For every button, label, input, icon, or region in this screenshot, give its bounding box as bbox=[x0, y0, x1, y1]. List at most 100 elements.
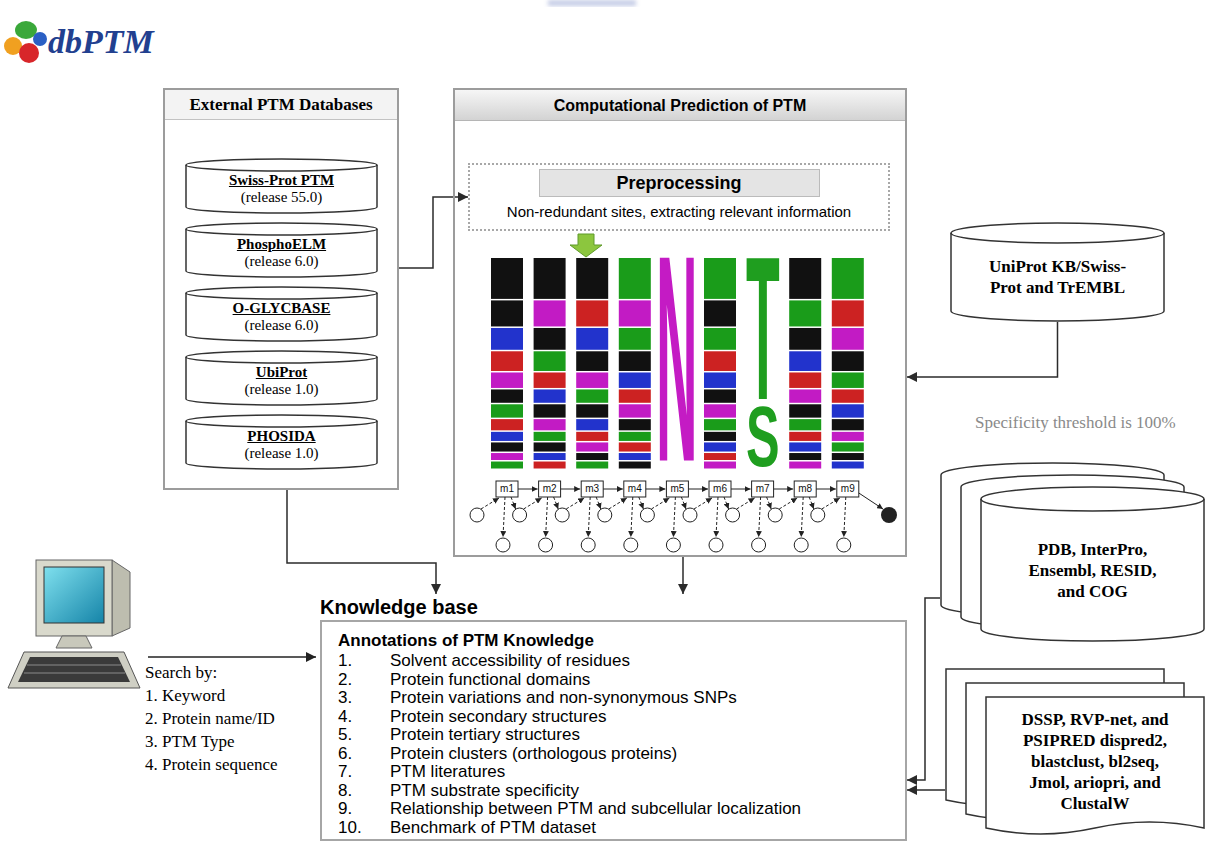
logo-letter bbox=[576, 351, 608, 371]
cylinder-outline bbox=[961, 475, 1184, 629]
cylinder-rim bbox=[981, 499, 1204, 511]
search-option: 2. Protein name/ID bbox=[145, 708, 275, 730]
release-label: (release 6.0) bbox=[193, 317, 370, 334]
logo-letter bbox=[832, 328, 864, 350]
logo-letter bbox=[789, 453, 821, 460]
insert-state bbox=[837, 538, 851, 552]
cylinder-outline bbox=[186, 287, 377, 341]
state-arrow bbox=[673, 497, 675, 537]
list-item: Relationship between PTM and subcellular… bbox=[390, 800, 891, 819]
flow-arrow bbox=[570, 234, 602, 257]
release-label: (release 1.0) bbox=[193, 445, 370, 462]
logo-letter bbox=[789, 432, 821, 441]
logo-letter bbox=[534, 389, 566, 402]
state-arrow bbox=[596, 497, 601, 509]
logo-letter bbox=[832, 462, 864, 469]
state-arrow bbox=[801, 497, 803, 537]
list-row: 10.Benchmark of PTM dataset bbox=[338, 819, 891, 838]
logo-letter bbox=[576, 419, 608, 430]
insert-state bbox=[624, 538, 638, 552]
list-number: 3. bbox=[338, 689, 390, 708]
resource-list: UniProt KB/Swiss- Prot and TrEMBL bbox=[978, 256, 1137, 298]
state-arrow bbox=[561, 489, 581, 490]
hmm-graph bbox=[470, 481, 897, 552]
logo-letter bbox=[704, 432, 736, 441]
state-label: m6 bbox=[709, 481, 731, 497]
logo-letter bbox=[704, 462, 736, 469]
list-number: 1. bbox=[338, 652, 390, 671]
logo-letter: S bbox=[746, 408, 780, 469]
search-option: 1. Keyword bbox=[145, 685, 225, 707]
logo-letter bbox=[576, 462, 608, 469]
logo-letter bbox=[491, 258, 523, 299]
list-number: 2. bbox=[338, 671, 390, 690]
state-label: m4 bbox=[624, 481, 646, 497]
delete-state bbox=[555, 508, 569, 522]
logo-letter bbox=[832, 432, 864, 441]
box-heading: Knowledge base bbox=[320, 594, 907, 620]
logo-letter bbox=[789, 258, 821, 299]
logo-letter bbox=[619, 442, 651, 451]
list-row: 6.Protein clusters (orthologous proteins… bbox=[338, 745, 891, 764]
insert-state bbox=[752, 538, 766, 552]
cylinder-rim bbox=[186, 357, 377, 363]
logo-letter bbox=[491, 419, 523, 430]
delete-state bbox=[726, 508, 740, 522]
state-arrow bbox=[609, 498, 627, 509]
database-name: PHOSIDA bbox=[193, 428, 370, 445]
list-heading: Annotations of PTM Knowledge bbox=[338, 630, 891, 652]
logo-letter bbox=[534, 258, 566, 299]
logo-letter bbox=[534, 328, 566, 350]
state-arrow bbox=[694, 498, 712, 509]
match-state bbox=[581, 481, 603, 497]
cylinder-outline bbox=[186, 415, 377, 469]
database-name: UbiProt bbox=[193, 364, 370, 381]
database-stack: PDB, InterPro, Ensembl, RESID, and COG bbox=[940, 462, 1205, 642]
logo-letter bbox=[534, 300, 566, 326]
logo-letter bbox=[619, 351, 651, 371]
list-number: 8. bbox=[338, 782, 390, 801]
logo-letter: N bbox=[656, 258, 698, 470]
logo-letter bbox=[491, 372, 523, 387]
logo-letter bbox=[619, 389, 651, 402]
cylinder-shape bbox=[185, 222, 378, 278]
cylinder-outline bbox=[941, 463, 1164, 617]
logo-letter bbox=[576, 442, 608, 451]
state-label: m5 bbox=[666, 481, 688, 497]
list-row: 3.Protein variations and non-synonymous … bbox=[338, 689, 891, 708]
state-arrow bbox=[481, 498, 499, 509]
cylinder-rim bbox=[186, 165, 377, 171]
logo-letter bbox=[789, 462, 821, 469]
state-label: m9 bbox=[837, 481, 859, 497]
list-row: 5.Protein tertiary structures bbox=[338, 726, 891, 745]
cylinder-rim bbox=[951, 233, 1164, 243]
connector-arrow bbox=[907, 322, 1058, 377]
cylinder-outline bbox=[186, 351, 377, 405]
list-number: 5. bbox=[338, 726, 390, 745]
state-arrow bbox=[716, 497, 718, 537]
state-arrow bbox=[554, 497, 559, 509]
logo-letter bbox=[491, 351, 523, 371]
state-arrow bbox=[546, 497, 548, 537]
state-arrow bbox=[779, 498, 797, 509]
logo-letter bbox=[704, 328, 736, 350]
state-arrow bbox=[566, 498, 584, 509]
cylinder-shape bbox=[950, 222, 1165, 322]
list-item: Protein secondary structures bbox=[390, 708, 891, 727]
logo-letter bbox=[619, 404, 651, 417]
list-row: 1.Solvent accessibility of residues bbox=[338, 652, 891, 671]
cylinder-shape bbox=[940, 462, 1205, 642]
match-state bbox=[539, 481, 561, 497]
state-arrow bbox=[859, 493, 883, 509]
insert-state bbox=[709, 538, 723, 552]
logo-letter bbox=[704, 404, 736, 417]
state-arrow bbox=[511, 497, 516, 509]
search-arrow bbox=[148, 656, 316, 658]
match-state bbox=[794, 481, 816, 497]
logo-letter bbox=[832, 372, 864, 387]
list-row: 4.Protein secondary structures bbox=[338, 708, 891, 727]
logo-letter bbox=[534, 404, 566, 417]
state-arrow bbox=[767, 497, 772, 509]
release-label: (release 1.0) bbox=[193, 381, 370, 398]
